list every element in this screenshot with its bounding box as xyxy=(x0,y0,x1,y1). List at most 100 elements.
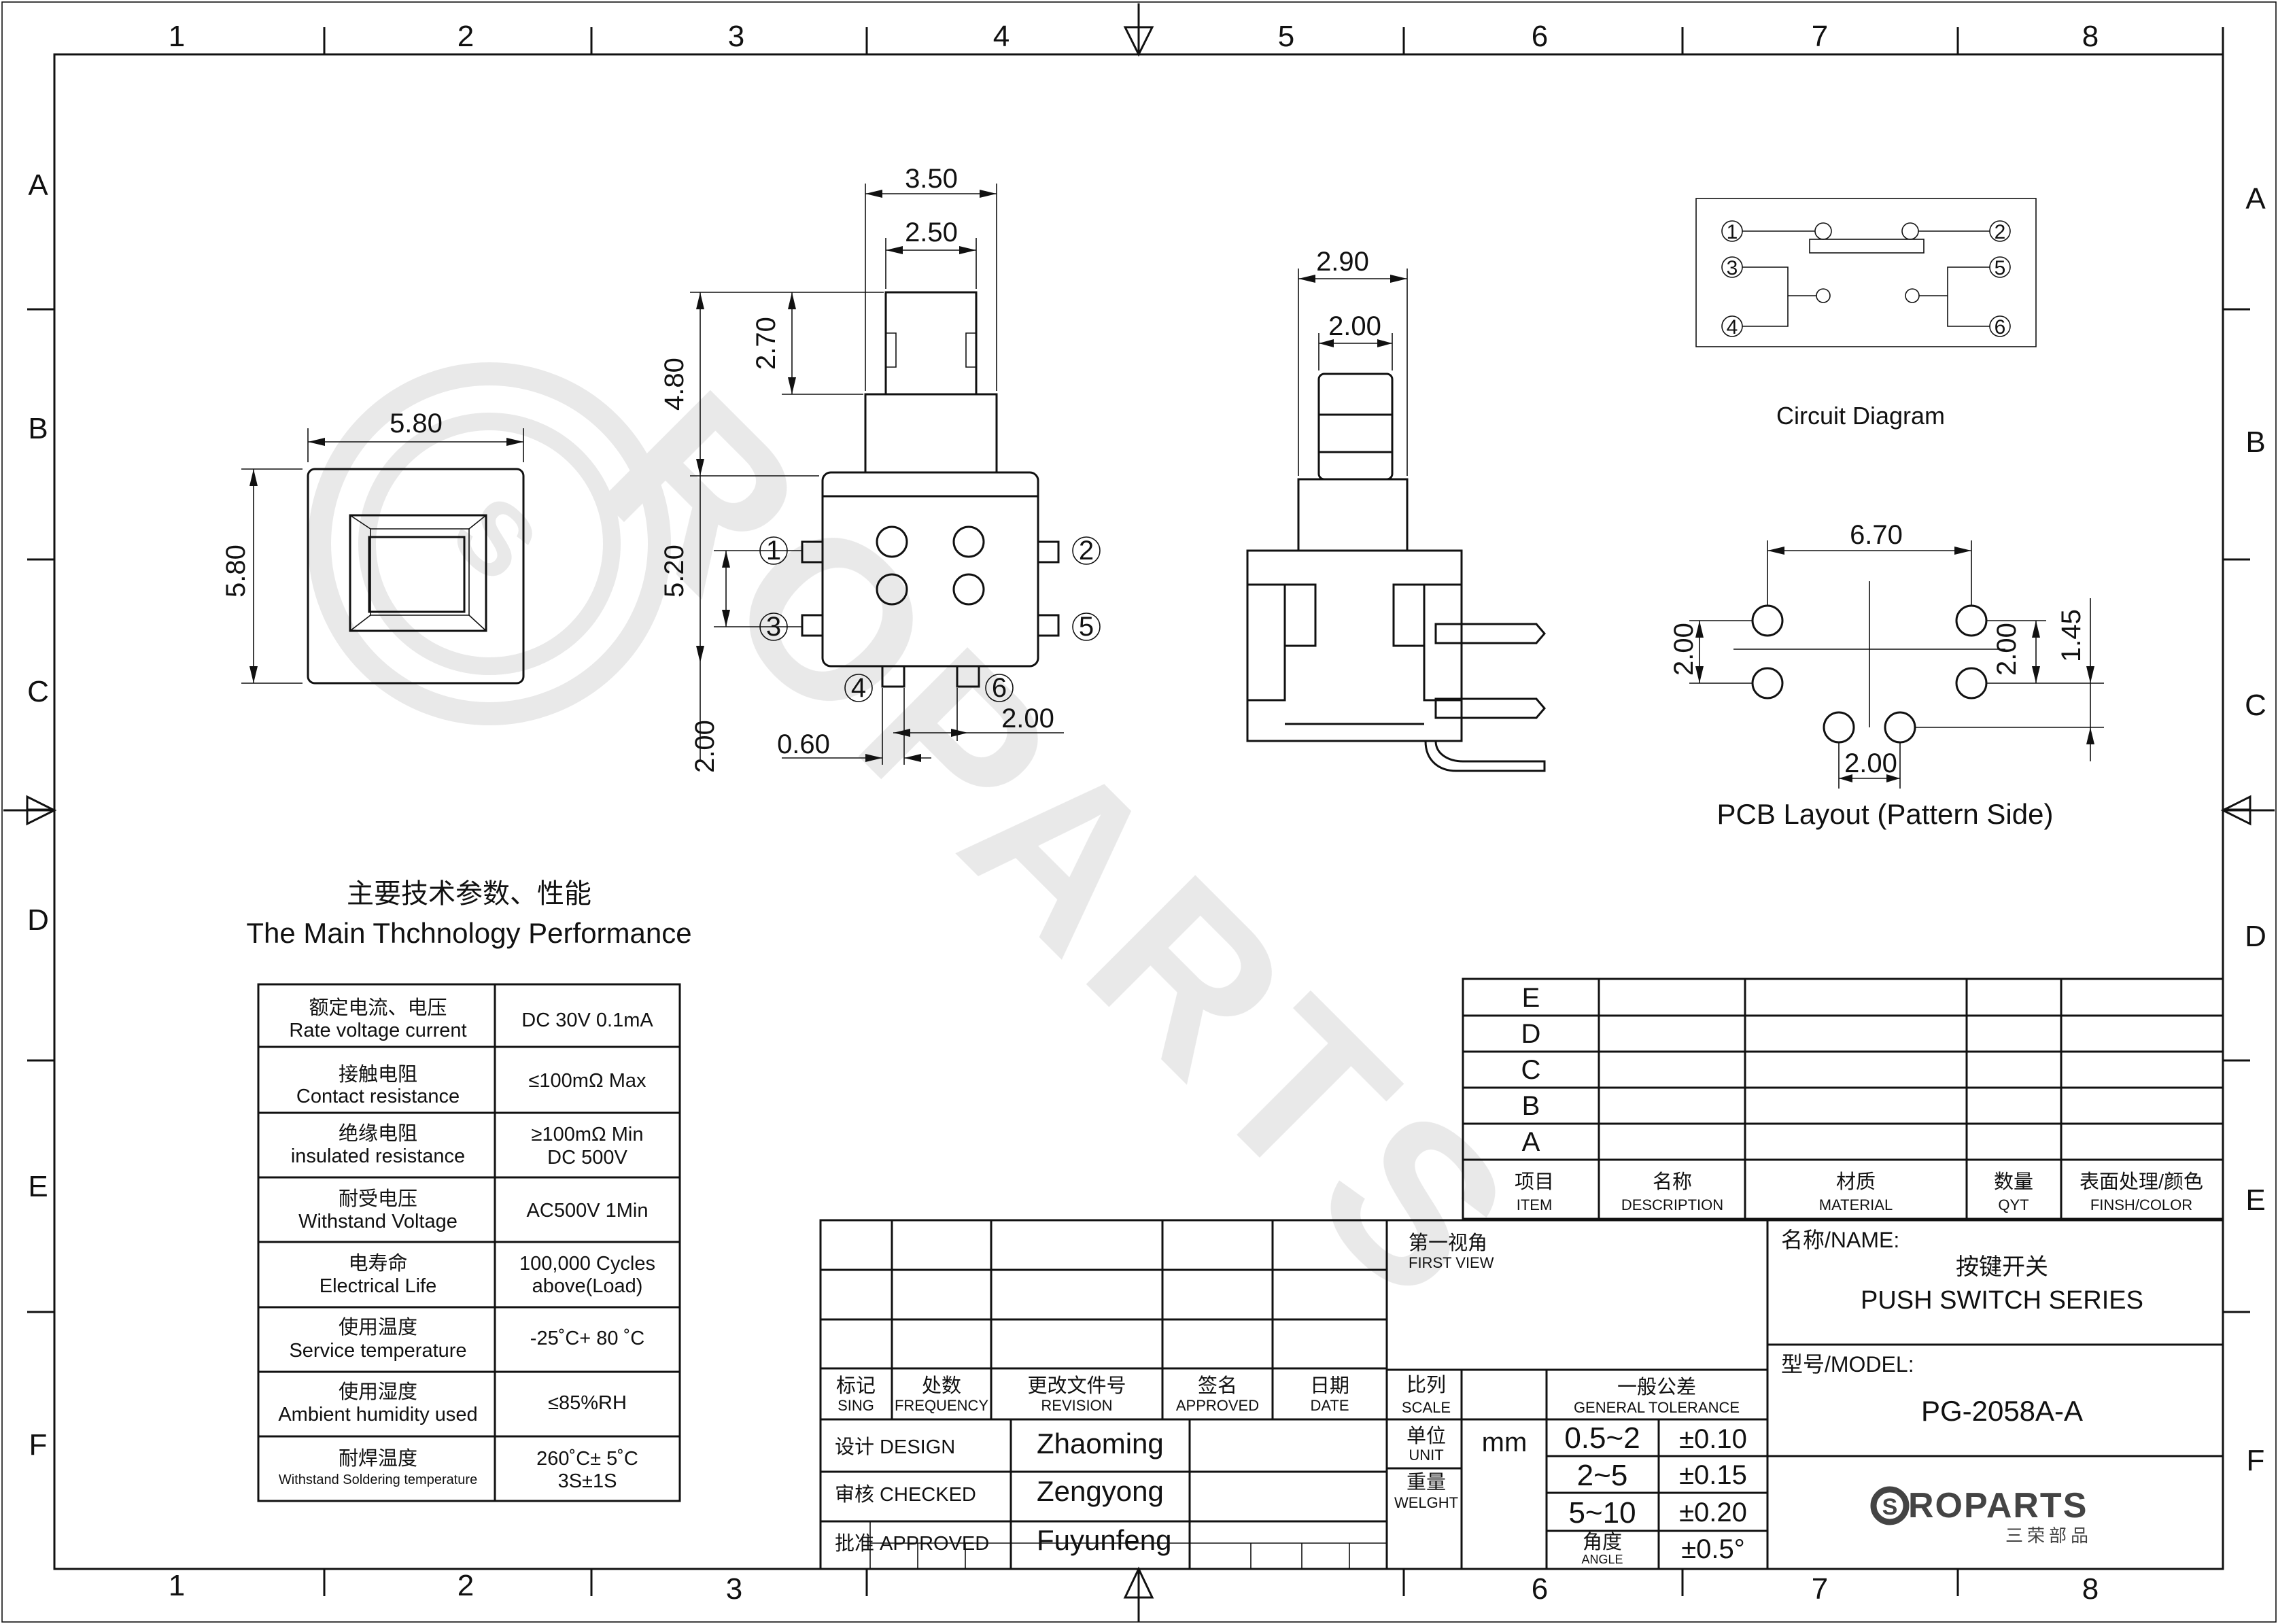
bom-header-finish-en: FINSH/COLOR xyxy=(2090,1196,2192,1213)
grid-col-3: 3 xyxy=(728,20,744,53)
grid-labels-left: A B C D E F xyxy=(27,169,49,1462)
front-pin-2: 2 xyxy=(1079,536,1094,566)
bom-header-item-en: ITEM xyxy=(1517,1196,1553,1213)
signoff-design-role: 设计 DESIGN xyxy=(835,1436,955,1458)
spec-section: 主要技术参数、性能 The Main Thchnology Performanc… xyxy=(246,879,692,1502)
spec-row-4-en: Withstand Voltage xyxy=(298,1211,458,1232)
scale-en: SCALE xyxy=(1402,1399,1451,1416)
svg-text:ROPARTS: ROPARTS xyxy=(557,345,1565,1353)
bom-letter-d: D xyxy=(1521,1019,1541,1049)
grid-col-5: 5 xyxy=(1278,20,1294,53)
grid-row-d: D xyxy=(27,903,49,937)
svg-text:S: S xyxy=(431,474,560,603)
dim-body-height: 5.20 xyxy=(659,545,689,598)
spec-row-4-cn: 耐受电压 xyxy=(339,1188,417,1210)
spec-row: 接触电阻 Contact resistance ≤100mΩ Max xyxy=(296,1063,646,1107)
spec-row: 额定电流、电压 Rate voltage current DC 30V 0.1m… xyxy=(289,997,653,1041)
spec-row-3-cn: 绝缘电阻 xyxy=(339,1122,417,1145)
dim-pin-offset: 2.00 xyxy=(690,720,720,773)
bom-header-qty-en: QYT xyxy=(1998,1196,2029,1213)
grid-labels-top: 1 2 3 4 5 6 7 8 xyxy=(169,20,2099,53)
bom-header-finish-cn: 表面处理/颜色 xyxy=(2079,1171,2203,1193)
circuit-pin-5: 5 xyxy=(1995,257,2006,279)
spec-row: 耐受电压 Withstand Voltage AC500V 1Min xyxy=(298,1188,648,1232)
pcb-bottom-pitch-dim: 2.00 xyxy=(1844,748,1897,778)
front-view: 1 2 3 4 5 6 3.50 2.50 2.70 4.80 xyxy=(659,164,1101,773)
grid-col-8: 8 xyxy=(2082,20,2099,53)
pcb-offset-dim: 1.45 xyxy=(2056,609,2086,662)
rev-header-frequency-cn: 处数 xyxy=(922,1375,961,1397)
pcb-span-dim: 6.70 xyxy=(1850,520,1903,550)
spec-row-1-en: Rate voltage current xyxy=(289,1020,466,1041)
product-name-en: PUSH SWITCH SERIES xyxy=(1861,1286,2143,1315)
company-logo: S ROPARTS 三荣部品 xyxy=(1870,1486,2088,1546)
rev-header-date-en: DATE xyxy=(1310,1397,1349,1414)
grid-row-c: C xyxy=(27,675,49,708)
grid-row-e-right: E xyxy=(2245,1184,2265,1217)
front-pin-5: 5 xyxy=(1079,612,1094,642)
grid-col-1-bottom: 1 xyxy=(169,1569,185,1602)
signoff-checked-role: 审核 CHECKED xyxy=(835,1483,976,1506)
grid-row-f-right: F xyxy=(2247,1444,2265,1477)
spec-row-5-cn: 电寿命 xyxy=(348,1252,407,1275)
bom-letter-b: B xyxy=(1522,1091,1540,1121)
angle-cn: 角度 xyxy=(1583,1531,1622,1553)
pcb-title: PCB Layout (Pattern Side) xyxy=(1717,798,2054,830)
dim-pin-width: 0.60 xyxy=(777,729,830,759)
grid-col-2: 2 xyxy=(458,20,474,53)
grid-col-6-bottom: 6 xyxy=(1532,1572,1548,1606)
weight-cn: 重量 xyxy=(1407,1471,1446,1493)
spec-row-7-en: Ambient humidity used xyxy=(278,1404,477,1426)
bom-letter-a: A xyxy=(1522,1127,1540,1157)
grid-row-d-right: D xyxy=(2245,920,2266,953)
grid-col-7-bottom: 7 xyxy=(1812,1572,1828,1606)
rev-header-approved-cn: 签名 xyxy=(1198,1375,1237,1397)
name-label: 名称/NAME: xyxy=(1781,1228,1899,1252)
unit-cn: 单位 xyxy=(1407,1425,1446,1447)
grid-col-7: 7 xyxy=(1812,20,1828,53)
signoff-approved-role: 批准 APPROVED xyxy=(835,1532,989,1555)
grid-row-a: A xyxy=(28,169,48,202)
spec-row-8-value2: 3S±1S xyxy=(558,1470,617,1492)
grid-col-6: 6 xyxy=(1532,20,1548,53)
spec-row-8-en: Withstand Soldering temperature xyxy=(279,1472,477,1487)
spec-row-2-cn: 接触电阻 xyxy=(339,1063,417,1086)
dim-inner-plunger-width: 2.50 xyxy=(905,218,958,247)
rev-header-date-cn: 日期 xyxy=(1310,1375,1349,1397)
spec-row-3-value2: DC 500V xyxy=(547,1147,627,1169)
dim-pin-pitch: 2.00 xyxy=(1001,704,1054,733)
spec-row: 耐焊温度 Withstand Soldering temperature 260… xyxy=(279,1447,638,1492)
first-view-cn: 第一视角 xyxy=(1409,1232,1487,1254)
circuit-diagram: 1 2 3 5 4 6 Circuit Diagram xyxy=(1695,198,2037,430)
bom-header-material-en: MATERIAL xyxy=(1819,1196,1893,1213)
pcb-right-pitch-dim: 2.00 xyxy=(1992,623,2022,676)
spec-row-4-value: AC500V 1Min xyxy=(527,1200,649,1222)
bom-header-desc-cn: 名称 xyxy=(1653,1171,1692,1193)
bom-header-qty-cn: 数量 xyxy=(1994,1171,2033,1193)
grid-labels-right: A B C D E F xyxy=(2245,182,2266,1477)
first-view-en: FIRST VIEW xyxy=(1409,1254,1494,1271)
spec-row: 使用温度 Service temperature -25˚C+ 80 ˚C xyxy=(289,1316,644,1362)
grid-col-8-bottom: 8 xyxy=(2082,1572,2099,1606)
side-inner-width-dim: 2.00 xyxy=(1328,311,1381,341)
grid-row-b: B xyxy=(28,412,48,445)
tolerance-title-en: GENERAL TOLERANCE xyxy=(1574,1399,1740,1416)
title-block: 标记 SING 处数 FREQUENCY 更改文件号 REVISION 签名 A… xyxy=(819,1219,2224,1570)
spec-row-6-en: Service temperature xyxy=(289,1340,466,1362)
weight-en: WELGHT xyxy=(1394,1494,1458,1511)
spec-row: 绝缘电阻 insulated resistance ≥100mΩ Min DC … xyxy=(291,1122,644,1169)
spec-row-8-value: 260˚C± 5˚C xyxy=(536,1448,638,1470)
spec-row-3-value: ≥100mΩ Min xyxy=(532,1124,644,1145)
model-label: 型号/MODEL: xyxy=(1781,1352,1914,1377)
circuit-pin-4: 4 xyxy=(1727,316,1738,339)
grid-row-c-right: C xyxy=(2245,689,2266,722)
spec-row-6-cn: 使用温度 xyxy=(339,1316,417,1338)
top-height-dim: 5.80 xyxy=(221,545,251,598)
unit-en: UNIT xyxy=(1409,1447,1443,1464)
tolerance-value-3: ±0.20 xyxy=(1679,1498,1747,1527)
circuit-title: Circuit Diagram xyxy=(1776,402,1945,430)
spec-row: 使用湿度 Ambient humidity used ≤85%RH xyxy=(278,1381,627,1426)
dim-plunger-height: 4.80 xyxy=(659,358,689,411)
grid-col-4: 4 xyxy=(993,20,1009,53)
rev-header-revision-en: REVISION xyxy=(1041,1397,1112,1414)
